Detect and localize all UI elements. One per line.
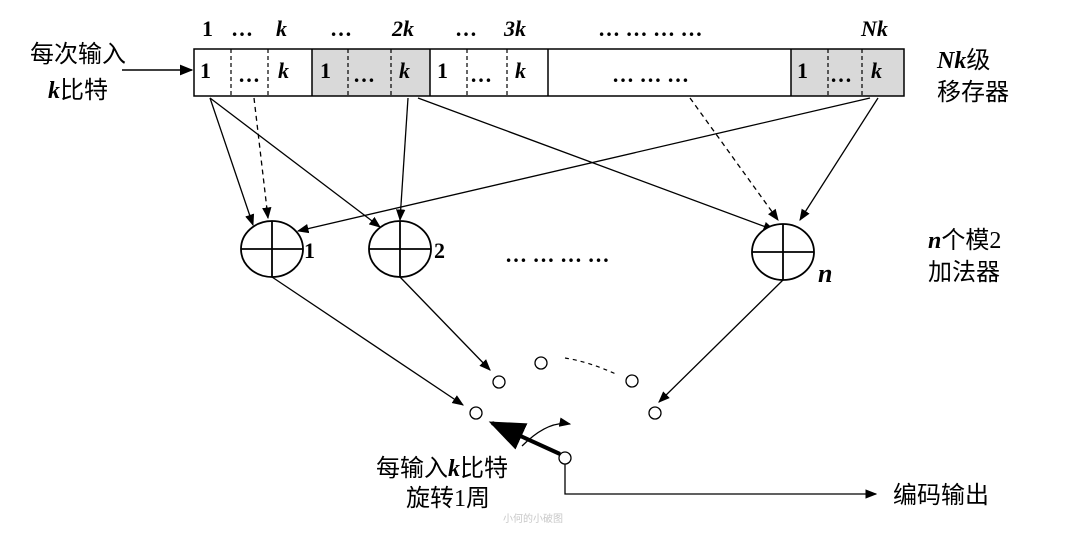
commutator-pivot <box>558 451 572 465</box>
svg-text:k比特: k比特 <box>48 77 108 104</box>
register-block-n-shade <box>791 49 904 96</box>
register-cell-1: 1 <box>320 58 331 83</box>
contact-terminal <box>492 375 506 389</box>
svg-text:Nk级: Nk级 <box>936 47 990 74</box>
adders-side-label-n: n <box>928 228 941 254</box>
top-label-dots-2: … <box>330 16 352 41</box>
output-arrow <box>564 464 878 499</box>
register-cell-dots: … <box>470 62 492 87</box>
top-label-dots-long: … … … … <box>598 16 703 41</box>
tap-line <box>396 97 409 222</box>
adder-label: 1 <box>304 238 315 263</box>
contact-terminal <box>469 406 483 420</box>
rotation-label-b: 比特 <box>460 455 508 482</box>
shift-register: 1 … k 1 … k 1 … k … … … 1 … k <box>193 48 905 97</box>
register-cell-k: k <box>278 58 289 83</box>
tap-line <box>209 97 255 227</box>
rotation-label-line2: 旋转1周 <box>406 485 490 512</box>
register-cell-k: k <box>871 58 882 83</box>
mod2-adder-1: 1 <box>240 220 315 278</box>
top-label-dots-1: … <box>231 16 253 41</box>
tap-line-dashed <box>689 97 779 221</box>
adder-label: 2 <box>434 238 445 263</box>
register-cell-dots: … <box>238 62 260 87</box>
svg-text:n个模2: n个模2 <box>928 227 1001 254</box>
adders-between-dots: … … … … <box>505 242 610 267</box>
input-label-bits: 比特 <box>60 77 108 104</box>
rotation-label-a: 每输入 <box>376 455 448 482</box>
input-label-line1: 每次输入 <box>30 41 126 68</box>
register-label: Nk级 移存器 <box>936 47 1009 106</box>
commutator-contacts <box>469 356 662 465</box>
register-cell-1: 1 <box>797 58 808 83</box>
register-label-line2: 移存器 <box>937 79 1009 106</box>
contact-terminal <box>648 406 662 420</box>
tap-line <box>417 97 776 231</box>
adders-side-label: n个模2 加法器 <box>928 227 1001 286</box>
tap-connections <box>209 97 879 234</box>
top-label-2k: 2k <box>391 16 414 41</box>
adder-label: n <box>818 259 832 288</box>
top-label-dots-3: … <box>455 16 477 41</box>
register-cell-dots: … <box>353 62 375 87</box>
commutator-arm <box>488 421 561 456</box>
register-cell-dots: … <box>830 62 852 87</box>
svg-text:每输入k比特: 每输入k比特 <box>376 455 508 482</box>
mod2-adder-n: n <box>751 223 832 288</box>
register-inner-dashes <box>230 49 863 96</box>
top-label-3k: 3k <box>503 16 526 41</box>
rotation-label-k: k <box>448 456 460 482</box>
input-label-k: k <box>48 78 60 104</box>
top-label-nk: Nk <box>860 16 888 41</box>
tap-line-dashed <box>253 97 272 220</box>
register-label-nk: Nk <box>936 48 966 74</box>
register-middle-dots: … … … <box>612 62 689 87</box>
tap-line <box>209 97 381 228</box>
watermark: 小何的小破图 <box>503 512 563 525</box>
rotation-arrow <box>521 417 572 447</box>
register-cell-k: k <box>515 58 526 83</box>
output-label: 编码输出 <box>893 482 989 509</box>
register-cell-1: 1 <box>437 58 448 83</box>
tap-line <box>296 97 871 234</box>
contact-terminal <box>625 374 639 388</box>
mod2-adder-2: 2 <box>368 220 445 278</box>
top-label-1: 1 <box>202 16 213 41</box>
top-position-labels: 1 … k … 2k … 3k … … … … Nk <box>202 16 888 41</box>
register-cell-labels: 1 … k 1 … k 1 … k … … … 1 … k <box>200 58 882 87</box>
contact-terminal <box>534 356 548 370</box>
rotation-label: 每输入k比特 旋转1周 <box>376 455 508 512</box>
adder-output-lines <box>271 276 784 406</box>
register-label-ji: 级 <box>966 47 990 74</box>
register-cell-1: 1 <box>200 58 211 83</box>
register-outline <box>193 48 905 97</box>
adders-side-label-rest: 个模2 <box>941 227 1001 254</box>
register-block-2-shade <box>312 49 430 96</box>
contacts-dashed-arc <box>564 357 619 376</box>
input-label: 每次输入 k比特 <box>30 41 126 104</box>
tap-line <box>799 97 879 221</box>
register-cell-k: k <box>399 58 410 83</box>
top-label-k: k <box>276 16 287 41</box>
adders-side-label-line2: 加法器 <box>928 259 1000 286</box>
